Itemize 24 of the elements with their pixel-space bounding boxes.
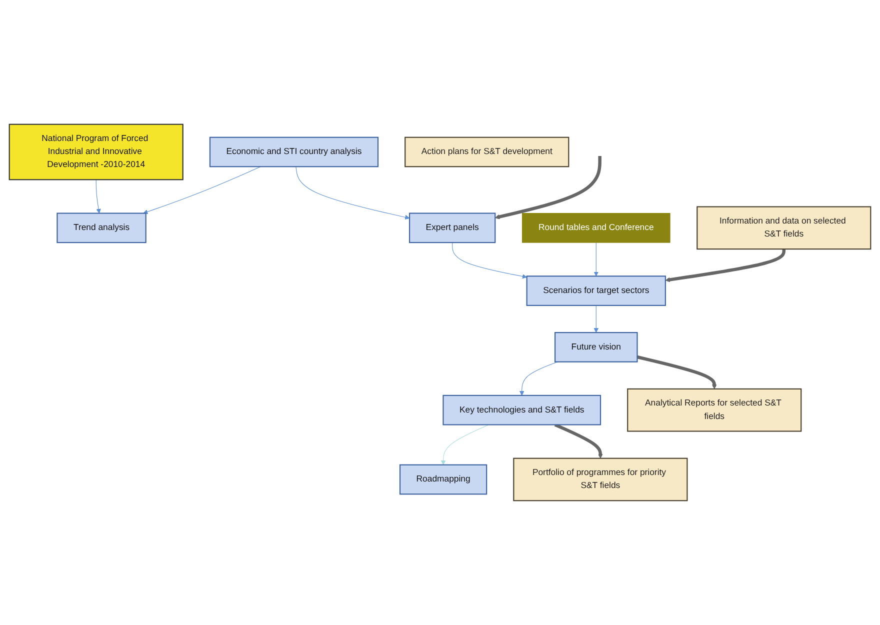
arrow <box>636 355 717 390</box>
node-box: Roadmapping <box>399 464 488 495</box>
node-box: Trend analysis <box>56 212 146 244</box>
node-box: Round tables and Conference <box>522 213 670 243</box>
arrow <box>594 242 599 276</box>
node-box: Portfolio of programmes for priority S&T fields <box>513 458 688 502</box>
arrow <box>519 362 558 396</box>
node-box: Information and data on selected S&T fields <box>696 206 872 250</box>
node-box: Analytical Reports for selected S&T fields <box>627 388 802 432</box>
arrow <box>296 166 410 220</box>
node-box: National Program of Forced Industrial and Innovative Development -2010-2014 <box>8 124 184 180</box>
arrow <box>452 242 528 279</box>
arrow <box>554 423 603 459</box>
node-box: Economic and STI country analysis <box>209 136 379 168</box>
node-box: Key technologies and S&T fields <box>442 394 602 426</box>
arrow <box>143 166 262 214</box>
arrow <box>440 424 489 466</box>
arrow <box>594 305 599 333</box>
node-box: Action plans for S&T development <box>404 136 570 168</box>
node-box: Scenarios for target sectors <box>526 276 666 306</box>
node-box: Expert panels <box>409 212 496 244</box>
arrow <box>494 156 602 220</box>
node-box: Future vision <box>554 332 638 362</box>
arrow <box>96 179 101 214</box>
